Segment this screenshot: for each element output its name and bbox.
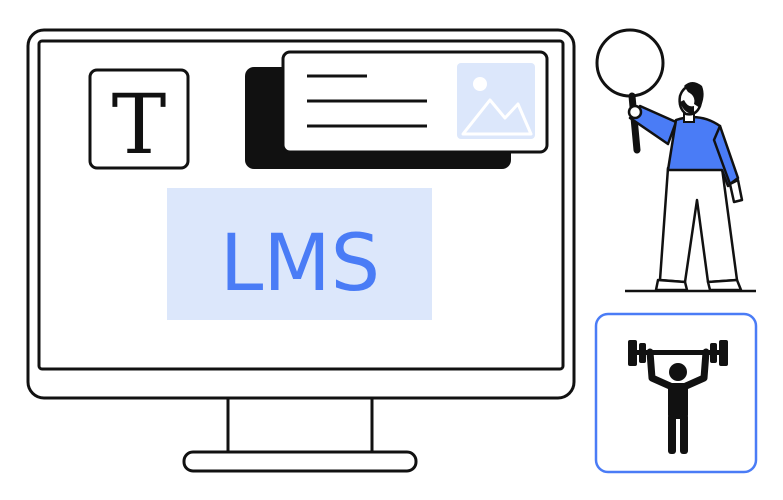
lms-block: LMS: [167, 188, 432, 320]
fitness-card: [594, 312, 758, 474]
monitor-stand: [226, 398, 374, 454]
lms-block-bg: [167, 188, 432, 320]
text-tile-letter: T: [112, 78, 167, 173]
person-head: [678, 82, 704, 116]
person-shoe-left: [654, 278, 689, 292]
text-tile-frame: [88, 68, 190, 170]
weightlifter-icon: [628, 340, 728, 454]
person-shoe-right: [706, 278, 743, 292]
person-figure: [595, 28, 756, 293]
person-hand: [627, 104, 643, 120]
text-type-icon: T: [88, 68, 190, 173]
person-lower-hand: [728, 178, 744, 204]
content-card: [245, 50, 549, 169]
magnifying-glass-icon: [595, 28, 665, 154]
image-placeholder-icon: [457, 63, 535, 139]
person-trousers: [658, 166, 739, 284]
lms-label: LMS: [220, 219, 380, 309]
person-raised-arm: [628, 104, 678, 146]
monitor-base: [182, 450, 418, 473]
